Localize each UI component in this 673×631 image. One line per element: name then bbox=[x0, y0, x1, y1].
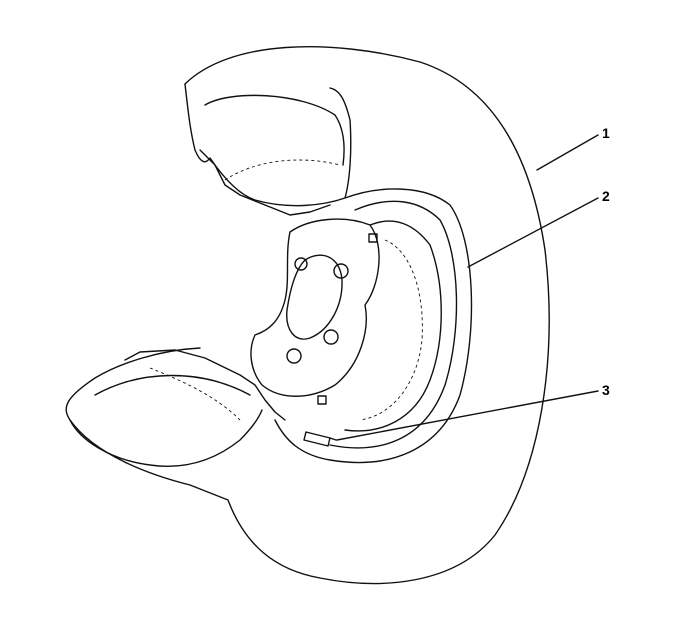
wheel-rim bbox=[274, 188, 473, 464]
callout-label-1: 1 bbox=[602, 125, 610, 141]
tire-outer-contour bbox=[65, 45, 550, 585]
tire-lower-inner-line bbox=[94, 374, 251, 396]
tire-bead-lower bbox=[124, 349, 286, 421]
lug-hole-1 bbox=[333, 263, 349, 279]
rim-well-shading bbox=[359, 239, 423, 421]
leader-line-3 bbox=[336, 390, 599, 441]
tire-upper-shading bbox=[224, 159, 341, 181]
hub-plate bbox=[250, 218, 380, 397]
valve-stem-body bbox=[303, 431, 331, 447]
leader-line-2 bbox=[467, 197, 599, 268]
callout-label-2: 2 bbox=[602, 188, 610, 204]
valve-stem-cap bbox=[329, 437, 337, 441]
rim-flange-outer bbox=[274, 188, 473, 464]
rim-well bbox=[344, 220, 442, 432]
tire-lower-cut-face bbox=[69, 409, 263, 467]
hub-tab-upper bbox=[368, 233, 378, 243]
rim-flange-inner bbox=[329, 200, 458, 449]
callout-labels: 1 2 3 bbox=[602, 125, 610, 398]
callout-label-3: 3 bbox=[602, 382, 610, 398]
tire bbox=[65, 45, 550, 585]
lug-hole-4 bbox=[294, 257, 308, 271]
lug-hole-3 bbox=[286, 348, 302, 364]
tire-bead-upper bbox=[199, 149, 331, 216]
hub-tab-lower bbox=[317, 395, 327, 405]
lug-hole-2 bbox=[323, 329, 339, 345]
callout-leaders bbox=[336, 134, 599, 441]
tire-upper-cut-face bbox=[184, 83, 352, 207]
hub-center-bore bbox=[286, 254, 343, 340]
leader-line-1 bbox=[536, 134, 599, 171]
tire-upper-inner-line bbox=[204, 94, 345, 166]
wheel-hub bbox=[250, 218, 380, 405]
valve-stem bbox=[303, 431, 337, 447]
